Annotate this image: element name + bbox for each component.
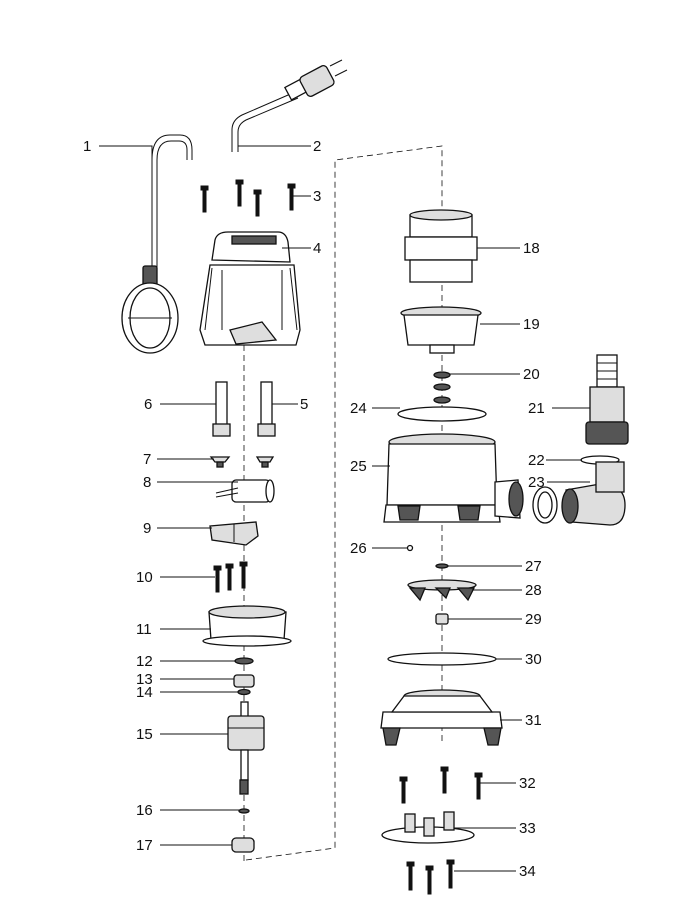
- part-23-elbow: [532, 461, 626, 526]
- part-18-coupling: [404, 209, 478, 283]
- part-34-screws: [406, 859, 455, 895]
- part-12-washer: [234, 657, 254, 665]
- part-3-screws: [200, 179, 296, 217]
- label-25: 25: [350, 458, 367, 475]
- part-5-tube: [257, 381, 276, 437]
- part-24-o-ring: [397, 406, 487, 422]
- part-30-o-ring: [387, 652, 497, 666]
- part-28-impeller: [407, 579, 477, 602]
- label-29: 29: [525, 611, 542, 628]
- part-16-ring: [238, 808, 250, 814]
- part-2-power-cable: [231, 59, 348, 152]
- label-19: 19: [523, 316, 540, 333]
- label-33: 33: [519, 820, 536, 837]
- part-25-pump-housing: [383, 433, 524, 523]
- label-18: 18: [523, 240, 540, 257]
- label-24: 24: [350, 400, 367, 417]
- label-2: 2: [313, 138, 321, 155]
- part-20-o-rings: [433, 371, 451, 404]
- leader-lines: [99, 145, 590, 872]
- part-31-base: [380, 689, 503, 746]
- part-7-clips: [209, 456, 275, 468]
- part-29-nut: [435, 613, 449, 625]
- label-30: 30: [525, 651, 542, 668]
- label-16: 16: [136, 802, 153, 819]
- part-number-labels: 1 2 3 4 5 6 7 8 9 10 11 12 13 14 15 16 1…: [83, 138, 545, 880]
- part-14-ring: [237, 688, 251, 696]
- label-34: 34: [519, 863, 536, 880]
- part-21-hose-connector: [585, 354, 629, 445]
- label-4: 4: [313, 240, 321, 257]
- label-27: 27: [525, 558, 542, 575]
- label-12: 12: [136, 653, 153, 670]
- label-32: 32: [519, 775, 536, 792]
- label-17: 17: [136, 837, 153, 854]
- part-6-tube: [212, 381, 231, 437]
- label-20: 20: [523, 366, 540, 383]
- label-23: 23: [528, 474, 545, 491]
- part-4-top-housing: [199, 231, 301, 346]
- part-33-filter-plate: [381, 811, 475, 844]
- part-19-adapter: [400, 306, 482, 354]
- label-13: 13: [136, 671, 153, 688]
- label-11: 11: [136, 621, 152, 638]
- label-8: 8: [143, 474, 151, 491]
- part-17-seal: [231, 837, 255, 853]
- part-13-bearing: [233, 674, 255, 688]
- label-21: 21: [528, 400, 545, 417]
- part-27-ring: [435, 563, 449, 569]
- label-22: 22: [528, 452, 545, 469]
- part-10-screws: [213, 561, 248, 593]
- label-26: 26: [350, 540, 367, 557]
- part-11-motor-cup: [202, 605, 292, 647]
- label-15: 15: [136, 726, 153, 743]
- label-1: 1: [83, 138, 91, 155]
- part-32-screws: [399, 766, 483, 804]
- part-26-small-part: [406, 544, 414, 552]
- label-10: 10: [136, 569, 153, 586]
- label-6: 6: [144, 396, 152, 413]
- label-7: 7: [143, 451, 151, 468]
- label-31: 31: [525, 712, 542, 729]
- label-9: 9: [143, 520, 151, 537]
- label-14: 14: [136, 684, 153, 701]
- part-9-bracket: [209, 521, 259, 546]
- label-3: 3: [313, 188, 321, 205]
- part-1-float-switch: [121, 134, 193, 354]
- part-8-capacitor: [215, 479, 275, 503]
- part-15-rotor-shaft: [227, 701, 265, 795]
- label-5: 5: [300, 396, 308, 413]
- label-28: 28: [525, 582, 542, 599]
